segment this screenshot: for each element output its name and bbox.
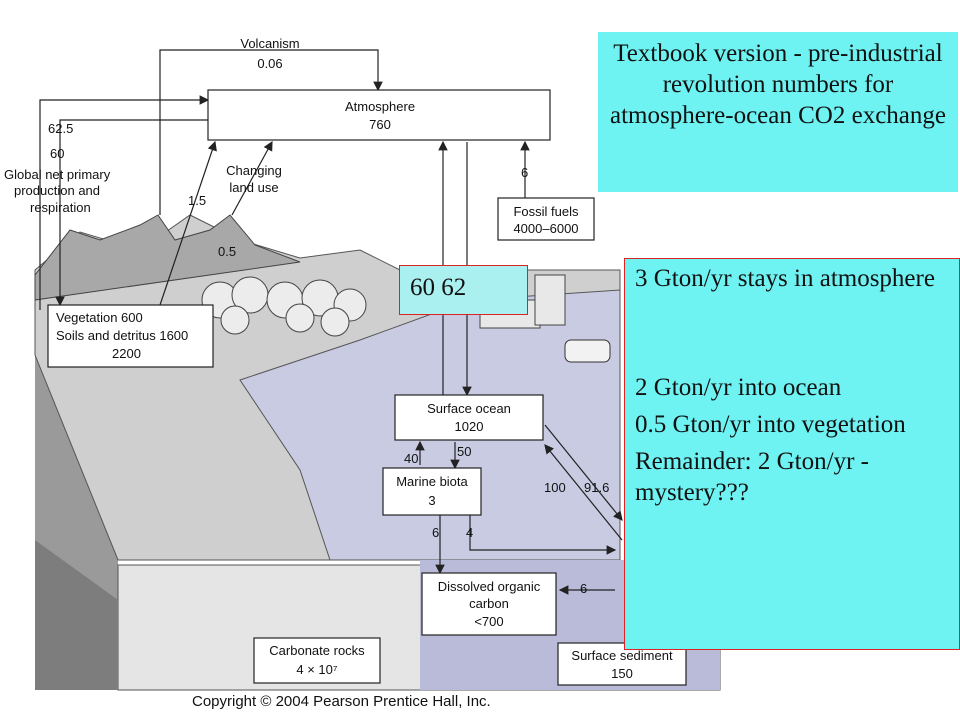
changing-line2: land use bbox=[229, 180, 278, 195]
veg-line2: Soils and detritus 1600 bbox=[56, 328, 188, 343]
doc-box bbox=[421, 572, 557, 636]
values-callout: 60 62 bbox=[399, 265, 528, 315]
budget-line-vegetation: 0.5 Gton/yr into vegetation bbox=[635, 411, 906, 438]
doc-line3: <700 bbox=[474, 614, 503, 629]
carbon-budget-callout: 3 Gton/yr stays in atmosphere 2 Gton/yr … bbox=[624, 258, 960, 650]
atmosphere-box bbox=[207, 89, 551, 141]
carbonate-label: Carbonate rocks bbox=[269, 643, 365, 658]
flux-6-fossil: 6 bbox=[521, 165, 528, 180]
marine-biota-box bbox=[382, 467, 482, 516]
flux-91-6: 91.6 bbox=[584, 480, 609, 495]
forest bbox=[201, 276, 367, 337]
atmosphere-label: Atmosphere bbox=[345, 99, 415, 114]
flux-6-marine: 6 bbox=[432, 525, 439, 540]
veg-line3: 2200 bbox=[112, 346, 141, 361]
changing-line1: Changing bbox=[226, 163, 282, 178]
gnp-line2: production and bbox=[14, 183, 100, 198]
rock-layer bbox=[35, 540, 118, 690]
flux-0-5: 0.5 bbox=[218, 244, 236, 259]
volcanism-label: Volcanism bbox=[240, 36, 299, 51]
car-icon bbox=[564, 339, 611, 363]
gnp-line3: respiration bbox=[30, 200, 91, 215]
vegetation-box bbox=[47, 304, 214, 368]
surface-ocean-label: Surface ocean bbox=[427, 401, 511, 416]
budget-line-remainder: Remainder: 2 Gton/yr - mystery??? bbox=[635, 448, 869, 506]
volcanism-value: 0.06 bbox=[257, 56, 282, 71]
carbonate-rocks-box bbox=[253, 637, 381, 684]
sediment-value: 150 bbox=[611, 666, 633, 681]
fossil-fuels-box bbox=[497, 197, 595, 241]
doc-line2: carbon bbox=[469, 596, 509, 611]
fossil-label: Fossil fuels bbox=[513, 204, 579, 219]
mountains bbox=[34, 214, 301, 301]
carbonate-value: 4 × 10⁷ bbox=[296, 662, 338, 677]
surface-ocean-box bbox=[394, 394, 544, 441]
fossil-value: 4000–6000 bbox=[513, 221, 578, 236]
gnp-line1: Global net primary bbox=[4, 167, 111, 182]
copyright-notice: Copyright © 2004 Pearson Prentice Hall, … bbox=[192, 693, 491, 710]
flux-100: 100 bbox=[544, 480, 566, 495]
flux-40: 40 bbox=[404, 451, 418, 466]
flux-60: 60 bbox=[50, 146, 64, 161]
flux-4: 4 bbox=[466, 525, 473, 540]
flux-50: 50 bbox=[457, 444, 471, 459]
doc-line1: Dissolved organic bbox=[438, 579, 541, 594]
atmosphere-value: 760 bbox=[369, 117, 391, 132]
budget-line-ocean: 2 Gton/yr into ocean bbox=[635, 374, 842, 401]
veg-line1: Vegetation 600 bbox=[56, 310, 143, 325]
marine-label: Marine biota bbox=[396, 474, 468, 489]
sediment-label: Surface sediment bbox=[571, 648, 673, 663]
flux-62-5: 62.5 bbox=[48, 121, 73, 136]
surface-sediment-box bbox=[557, 642, 687, 686]
title-callout: Textbook version - pre-industrial revolu… bbox=[598, 32, 958, 192]
flux-6-doc: 6 bbox=[580, 581, 587, 596]
flux-1-5: 1.5 bbox=[188, 193, 206, 208]
marine-value: 3 bbox=[428, 493, 435, 508]
budget-line-atmosphere: 3 Gton/yr stays in atmosphere bbox=[635, 265, 935, 292]
surface-ocean-value: 1020 bbox=[455, 419, 484, 434]
